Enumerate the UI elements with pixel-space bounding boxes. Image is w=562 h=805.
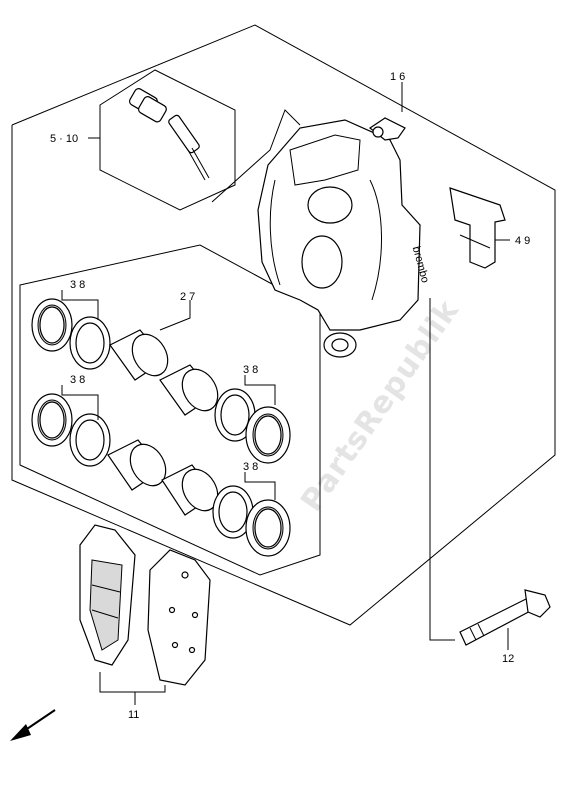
piston — [109, 329, 169, 381]
leader-line — [99, 672, 166, 693]
piston — [107, 439, 167, 491]
seal-ring — [245, 499, 291, 557]
piston-group-frame — [19, 244, 321, 576]
label-part-3-8: 3 8 — [70, 374, 85, 386]
leader-line — [244, 472, 276, 500]
label-part-4-9: 4 9 — [515, 235, 530, 247]
brake-caliper: brembo — [257, 117, 431, 358]
label-part-5-10: 5 · 10 — [50, 133, 78, 145]
label-part-3-8: 3 8 — [70, 279, 85, 291]
label-part-3-8: 3 8 — [243, 461, 258, 473]
pin-kit-frame — [99, 69, 236, 211]
label-part-1-6: 1 6 — [390, 71, 405, 83]
pin-part — [128, 88, 210, 181]
assembly-frame — [11, 24, 556, 626]
label-part-12: 12 — [502, 653, 514, 665]
seal-ring — [212, 485, 254, 539]
bolt-frame — [429, 298, 455, 641]
seal-ring — [31, 393, 73, 447]
bolt — [459, 589, 551, 646]
leader-line — [244, 375, 276, 405]
leader-line — [61, 290, 99, 320]
seal-ring — [69, 413, 111, 467]
seal-ring — [214, 388, 256, 442]
leader-line — [61, 385, 99, 420]
leader-line — [159, 300, 191, 331]
brake-pad — [147, 549, 211, 686]
brake-pad — [79, 524, 136, 666]
front-arrow-icon — [10, 709, 56, 741]
label-part-3-8: 3 8 — [243, 364, 258, 376]
piston — [161, 464, 219, 516]
pad-spring — [449, 187, 506, 269]
seal-ring — [31, 298, 73, 352]
piston — [159, 364, 219, 416]
seal-ring — [245, 406, 291, 464]
label-part-11: 11 — [128, 709, 139, 721]
pin-kit-zigzag — [211, 109, 301, 203]
label-part-2-7: 2 7 — [180, 291, 195, 303]
seal-ring — [69, 316, 111, 370]
